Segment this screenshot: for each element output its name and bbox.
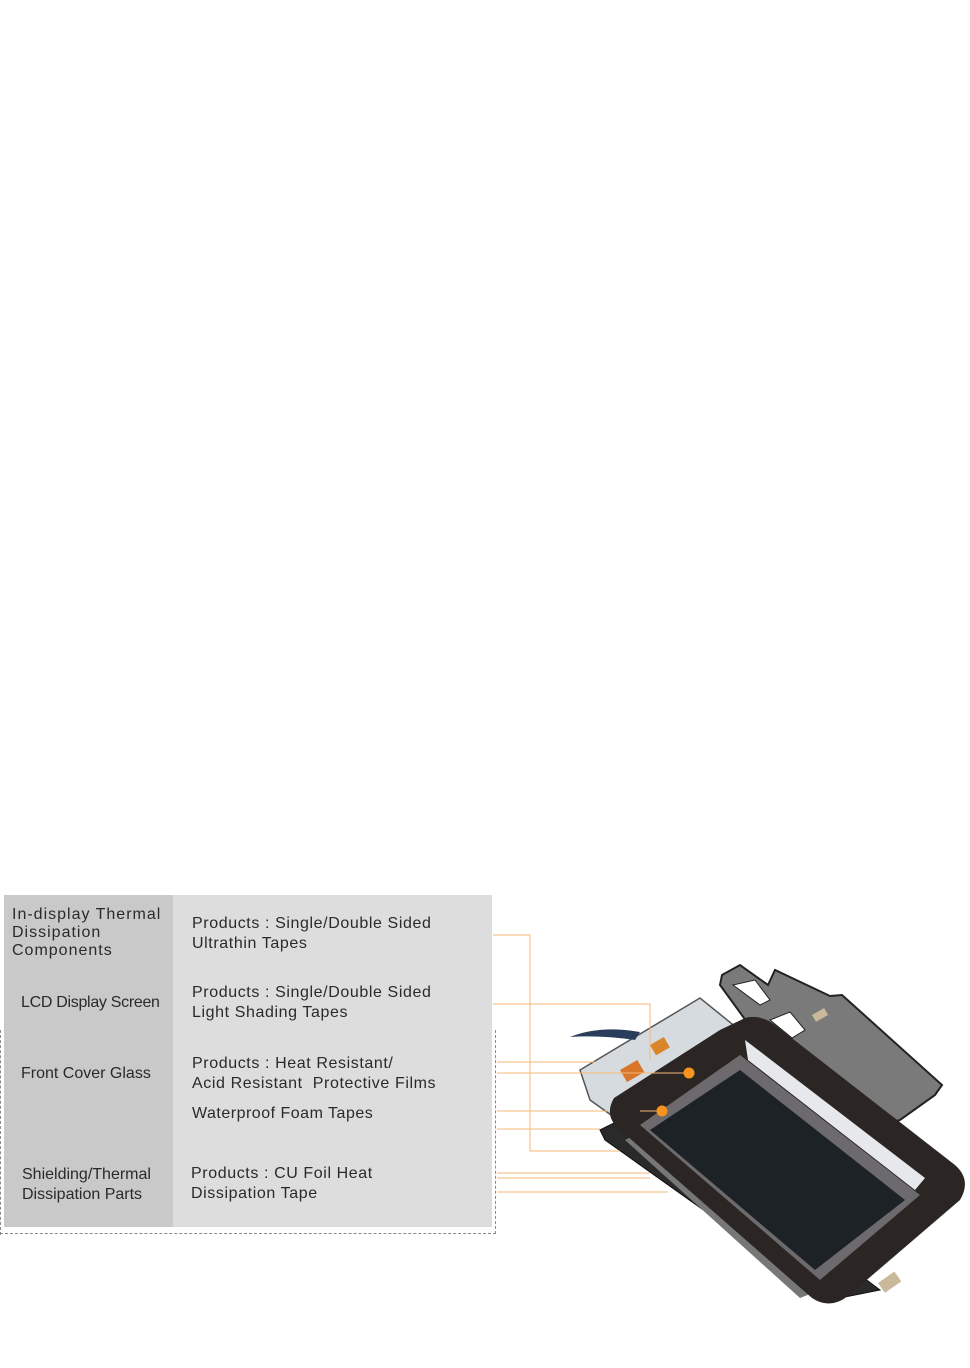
leader-line — [493, 1003, 651, 1060]
component-label-line: Shielding/Thermal — [22, 1166, 151, 1183]
product-label-line: Acid Resistant Protective Films — [192, 1075, 437, 1092]
product-label-line: Ultrathin Tapes — [192, 935, 308, 952]
product-label-line: Products : CU Foil Heat — [191, 1165, 373, 1182]
product-label-line: Products : Heat Resistant/ — [192, 1055, 394, 1072]
flex-connector — [812, 1008, 829, 1022]
flex-connector — [650, 1037, 670, 1056]
product-label-line: Waterproof Foam Tapes — [192, 1105, 374, 1122]
product-label-protective-films: Products : Heat Resistant/Acid Resistant… — [192, 1054, 436, 1094]
product-label-line: Light Shading Tapes — [192, 1004, 349, 1021]
leader-line — [493, 934, 620, 1152]
product-label-line: Dissipation Tape — [191, 1185, 318, 1202]
callout-dot — [656, 1105, 668, 1117]
callout-dot — [683, 1067, 695, 1079]
screen-panel — [650, 1070, 905, 1270]
component-label-line: In-display Thermal — [12, 906, 162, 923]
lcd-screen — [745, 1040, 925, 1190]
plate-cutout — [769, 1011, 806, 1039]
leader-lines — [493, 934, 688, 1193]
flex-connector — [878, 1271, 902, 1293]
component-label-front-cover: Front Cover Glass — [21, 1065, 151, 1082]
component-label-line: Dissipation — [12, 924, 102, 941]
component-label-lcd: LCD Display Screen — [21, 994, 160, 1011]
component-label-line: Dissipation Parts — [22, 1186, 143, 1203]
product-label-line: Products : Single/Double Sided — [192, 915, 432, 932]
component-column — [4, 895, 173, 1227]
dashed-border — [0, 1030, 496, 1234]
component-label-line: Components — [12, 942, 113, 959]
product-label-line: Products : Single/Double Sided — [192, 984, 432, 1001]
plate-cutout — [731, 979, 771, 1006]
product-label-waterproof: Waterproof Foam Tapes — [192, 1102, 452, 1124]
flex-connector — [619, 1060, 645, 1083]
dashed-border — [0, 1030, 2, 1235]
flex-cable — [570, 1029, 640, 1040]
